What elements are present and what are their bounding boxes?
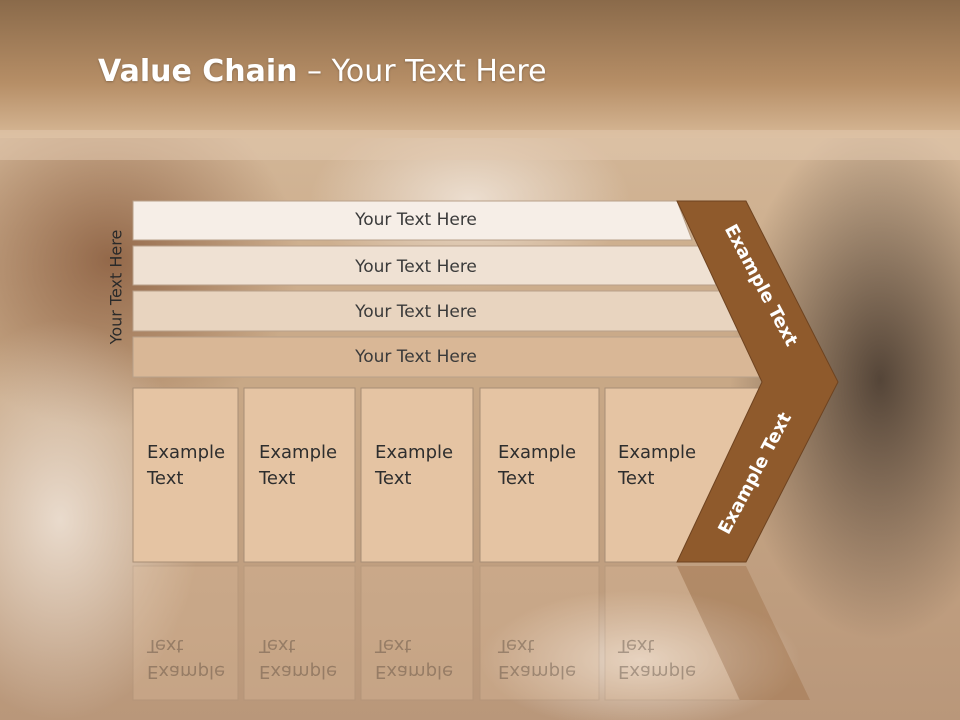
cell-2-reflection: Example Text bbox=[245, 618, 356, 698]
slide-title: Value Chain – Your Text Here bbox=[98, 54, 547, 89]
row-1-label: Your Text Here bbox=[354, 210, 477, 230]
cell-3-line2: Text bbox=[375, 468, 412, 489]
title-rest: Your Text Here bbox=[331, 54, 547, 89]
row-3-label: Your Text Here bbox=[354, 302, 477, 322]
cell-1-text: Example Text bbox=[133, 388, 238, 562]
cell-3-reflection-line2: Text bbox=[375, 635, 412, 656]
cell-4[interactable] bbox=[479, 387, 600, 563]
cell-3-reflection-line1: Example bbox=[375, 661, 454, 682]
cell-5-line1: Example bbox=[618, 442, 697, 463]
cell-2-line1: Example bbox=[259, 442, 338, 463]
cell-4-reflection-line2: Text bbox=[498, 635, 535, 656]
cell-5-text: Example Text bbox=[604, 388, 724, 562]
cell-1-reflection: Example Text bbox=[133, 618, 238, 698]
cell-5-reflection: Example Text bbox=[604, 618, 714, 698]
cell-1-line2: Text bbox=[147, 468, 184, 489]
cell-1-reflection-line1: Example bbox=[147, 661, 226, 682]
cell-4-line1: Example bbox=[498, 442, 577, 463]
cell-4-line2: Text bbox=[498, 468, 535, 489]
cell-2-reflection-line2: Text bbox=[259, 635, 296, 656]
cell-3-text: Example Text bbox=[361, 388, 473, 562]
cell-2-line2: Text bbox=[259, 468, 296, 489]
cell-5-line2: Text bbox=[618, 468, 655, 489]
cell-3[interactable] bbox=[360, 387, 474, 563]
cell-4-reflection-line1: Example bbox=[498, 661, 577, 682]
cell-5-reflection-line2: Text bbox=[618, 635, 655, 656]
title-bold: Value Chain bbox=[98, 54, 298, 89]
title-separator: – bbox=[297, 54, 332, 89]
chevron-arrow[interactable] bbox=[676, 200, 839, 563]
cell-2-text: Example Text bbox=[245, 388, 356, 562]
cell-5-reflection-line1: Example bbox=[618, 661, 697, 682]
cell-4-reflection: Example Text bbox=[484, 618, 599, 698]
cell-3-reflection: Example Text bbox=[361, 618, 473, 698]
cell-4-text: Example Text bbox=[484, 388, 599, 562]
cell-2[interactable] bbox=[243, 387, 356, 563]
row-2-label: Your Text Here bbox=[354, 257, 477, 277]
cell-1[interactable] bbox=[132, 387, 239, 563]
row-1-bar[interactable] bbox=[132, 200, 693, 241]
cell-1-line1: Example bbox=[147, 442, 226, 463]
cell-1-reflection-line2: Text bbox=[147, 635, 184, 656]
cell-2-reflection-line1: Example bbox=[259, 661, 338, 682]
row-4-label: Your Text Here bbox=[354, 347, 477, 367]
reflection bbox=[132, 565, 810, 701]
cell-3-line1: Example bbox=[375, 442, 454, 463]
